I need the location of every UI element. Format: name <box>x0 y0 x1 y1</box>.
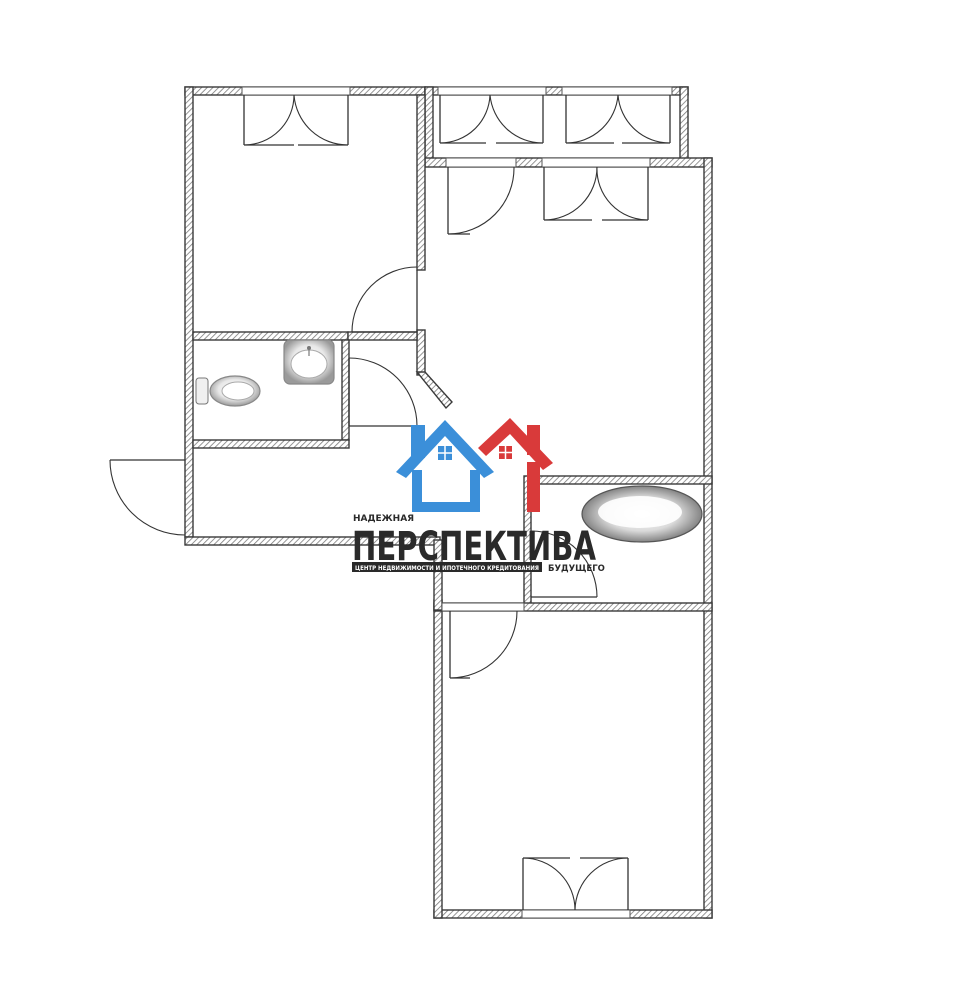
logo-tagline-top: НАДЕЖНАЯ <box>353 514 414 524</box>
corridor-opening <box>441 602 525 612</box>
logo-tagline-bottom-left: ЦЕНТР НЕДВИЖИМОСТИ И ИПОТЕЧНОГО КРЕДИТОВ… <box>355 564 539 572</box>
door-left-room <box>351 266 418 333</box>
blue-house-icon <box>396 420 494 512</box>
windows <box>241 86 673 919</box>
double-door-left-room <box>243 94 349 146</box>
balcony-doors <box>439 94 671 144</box>
red-house-icon <box>478 418 553 512</box>
sink-icon <box>283 339 335 385</box>
bathtub-icon <box>581 485 703 543</box>
logo-tagline-bottom-right: БУДУЩЕГО <box>548 564 605 574</box>
double-door-center-room <box>447 166 649 235</box>
door-entrance <box>109 459 186 536</box>
door-bathroom <box>348 357 418 427</box>
brand-logo: НАДЕЖНАЯ ПЕРСПЕКТИВА ЦЕНТР НЕДВИЖИМОСТИ … <box>352 418 605 574</box>
door-bath <box>530 530 598 598</box>
doors <box>109 94 671 911</box>
toilet-icon <box>195 375 261 407</box>
double-door-lower-room <box>522 857 629 911</box>
interior-walls <box>192 94 713 612</box>
door-lower-room <box>449 610 518 679</box>
